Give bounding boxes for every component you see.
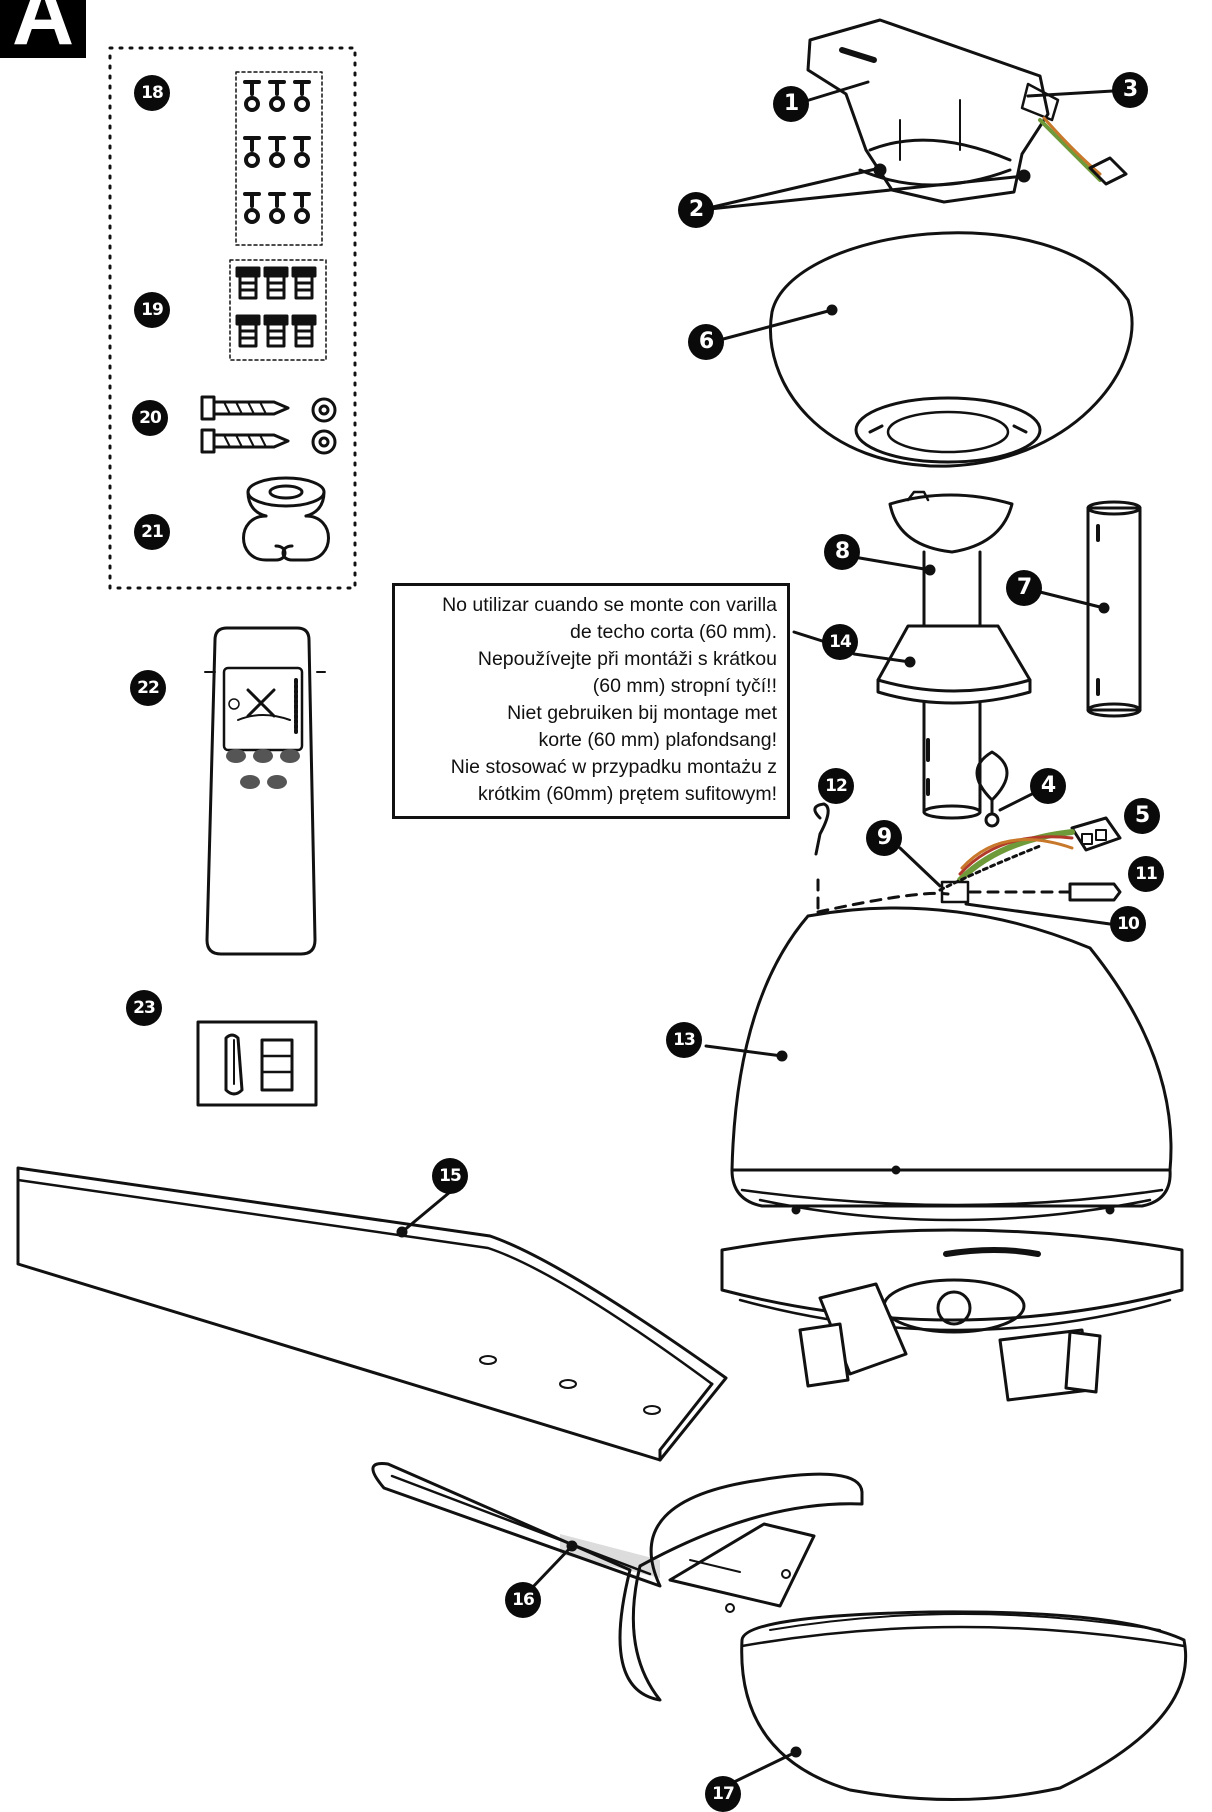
part-16-blade-arm <box>371 1462 864 1702</box>
part-20-wood-screws <box>200 395 337 455</box>
callout-4: 4 <box>1030 768 1066 804</box>
part-4-clip <box>975 750 1009 828</box>
callout-2: 2 <box>678 192 714 228</box>
callout-8: 8 <box>824 534 860 570</box>
warning-line: No utilizar cuando se monte con varilla <box>442 594 777 616</box>
callout-14: 14 <box>822 624 858 660</box>
hardware-bag-outline <box>108 46 357 590</box>
callout-9: 9 <box>866 820 902 856</box>
part-15-blade <box>16 1166 728 1462</box>
callout-18: 18 <box>134 75 170 111</box>
callout-15: 15 <box>432 1158 468 1194</box>
part-17-glass-shade <box>740 1610 1187 1802</box>
warning-line: korte (60 mm) plafondsang! <box>538 729 777 751</box>
warning-line: Niet gebruiken bij montage met <box>507 702 777 724</box>
short-rod-warning-box: No utilizar cuando se monte con varilla … <box>392 583 790 819</box>
part-6-canopy <box>769 231 1134 468</box>
warning-line: Nie stosować w przypadku montażu z <box>450 756 777 778</box>
warning-line: de techo corta (60 mm). <box>570 621 777 643</box>
part-13-motor-housing <box>720 906 1184 1402</box>
callout-23: 23 <box>126 990 162 1026</box>
callout-22: 22 <box>130 670 166 706</box>
callout-12: 12 <box>818 768 854 804</box>
callout-10: 10 <box>1110 906 1146 942</box>
callout-3: 3 <box>1112 72 1148 108</box>
callout-20: 20 <box>132 400 168 436</box>
part-14-rod-cover <box>876 624 1032 705</box>
callout-17: 17 <box>705 1776 741 1812</box>
callout-1: 1 <box>773 86 809 122</box>
part-5-wire-connector <box>938 816 1122 892</box>
callout-7: 7 <box>1006 570 1042 606</box>
section-letter-tab: A <box>0 0 86 58</box>
section-letter: A <box>12 0 75 58</box>
warning-line: Nepoužívejte při montáži s krátkou <box>477 648 777 670</box>
callout-11: 11 <box>1128 856 1164 892</box>
callout-21: 21 <box>134 514 170 550</box>
callout-16: 16 <box>505 1582 541 1618</box>
part-9-10-11-12-pin-assembly <box>813 802 1122 914</box>
callout-13: 13 <box>666 1022 702 1058</box>
part-22-remote-control <box>204 626 326 956</box>
warning-line: (60 mm) stropní tyčí!! <box>592 675 777 697</box>
warning-line: krótkim (60mm) prętem sufitowym! <box>477 783 777 805</box>
callout-19: 19 <box>134 292 170 328</box>
callout-5: 5 <box>1124 798 1160 834</box>
part-7-short-downrod <box>1086 500 1142 718</box>
callout-6: 6 <box>688 324 724 360</box>
part-21-hook <box>242 476 330 562</box>
part-23-receiver-card <box>196 1020 318 1107</box>
